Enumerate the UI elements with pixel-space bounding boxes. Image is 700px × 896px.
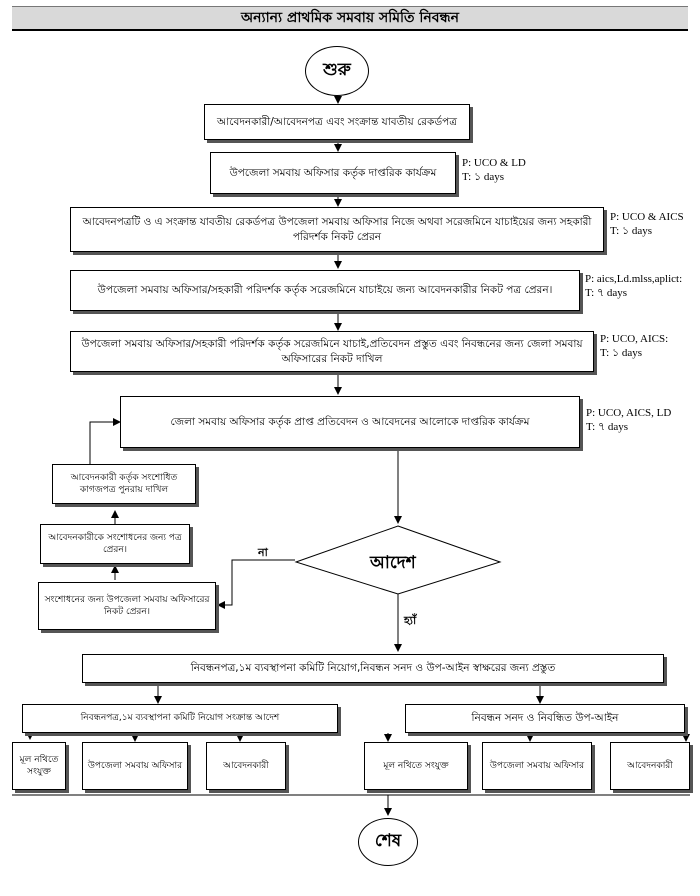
note-person: P: aics,Ld.mlss,aplict: [585,273,683,285]
step-2-note: P: UCO & LD T: ১ days [462,156,526,185]
step-5-note: P: UCO, AICS: T: ১ days [600,332,668,361]
loop-resubmit-box: আবেদনকারী কর্তৃক সংশোধিত কাগজপত্র পুনরায… [52,464,196,504]
step-6-note: P: UCO, AICS, LD T: ৭ days [586,406,671,435]
note-person: P: UCO & AICS [610,211,684,223]
start-oval: শুরু [305,46,369,96]
loop-letter-box: আবেদনকারীকে সংশোধনের জন্য পত্র প্রেরন। [40,524,190,564]
left-child-file-box: মূল নথিতে সংযুক্ত [12,742,66,790]
decision-no-label: না [258,546,268,559]
final-main-box: নিবন্ধনপত্র,১ম ব্যবস্থাপনা কমিটি নিয়োগ,… [82,654,664,683]
right-child-uco-box: উপজেলা সমবায় অফিসার [482,742,592,790]
note-person: P: UCO, AICS, LD [586,407,672,419]
note-time: T: ১ days [462,171,505,184]
note-time: T: ৭ days [586,421,629,434]
step-3-box: আবেদনপত্রটি ও এ সংক্রান্ত যাবতীয় রেকর্ড… [70,207,604,252]
decision-label: আদেশ [370,553,416,573]
note-time: T: ১ days [600,347,643,360]
end-oval: শেষ [358,818,418,866]
step-1-box: আবেদনকারী/আবেদনপত্র এবং সংক্রান্ত যাবতীয… [204,104,470,140]
left-child-applicant-box: আবেদনকারী [206,742,286,790]
loop-send-box: সংশোধনের জন্য উপজেলা সমবায় অফিসারের নিক… [38,582,216,630]
final-left-box: নিবন্ধনপত্র,১ম ব্যবস্থাপনা কমিটি নিয়োগ … [22,704,338,733]
note-time: T: ১ days [610,225,653,238]
decision-yes-label: হ্যাঁ [404,614,417,627]
step-2-box: উপজেলা সমবায় অফিসার কর্তৃক দাপ্তরিক কার… [210,152,456,194]
page-title: অন্যান্য প্রাথমিক সমবায় সমিতি নিবন্ধন [12,6,688,31]
left-child-uco-box: উপজেলা সমবায় অফিসার [82,742,188,790]
right-child-file-box: মূল নথিতে সংযুক্ত [364,742,468,790]
step-4-note: P: aics,Ld.mlss,aplict: T: ৭ days [585,272,682,301]
step-4-box: উপজেলা সমবায় অফিসার/সহকারী পরিদর্শক কর্… [70,270,580,311]
step-5-box: উপজেলা সমবায় অফিসার/সহকারী পরিদর্শক কর্… [70,331,594,372]
note-person: P: UCO & LD [462,157,526,169]
note-time: T: ৭ days [585,287,628,300]
right-child-applicant-box: আবেদনকারী [610,742,690,790]
note-person: P: UCO, AICS: [600,333,669,345]
step-6-box: জেলা সমবায় অফিসার কর্তৃক প্রাপ্ত প্রতিব… [120,396,580,448]
step-3-note: P: UCO & AICS T: ১ days [610,210,684,239]
final-right-box: নিবন্ধন সনদ ও নিবন্ধিত উপ-আইন [405,704,685,733]
